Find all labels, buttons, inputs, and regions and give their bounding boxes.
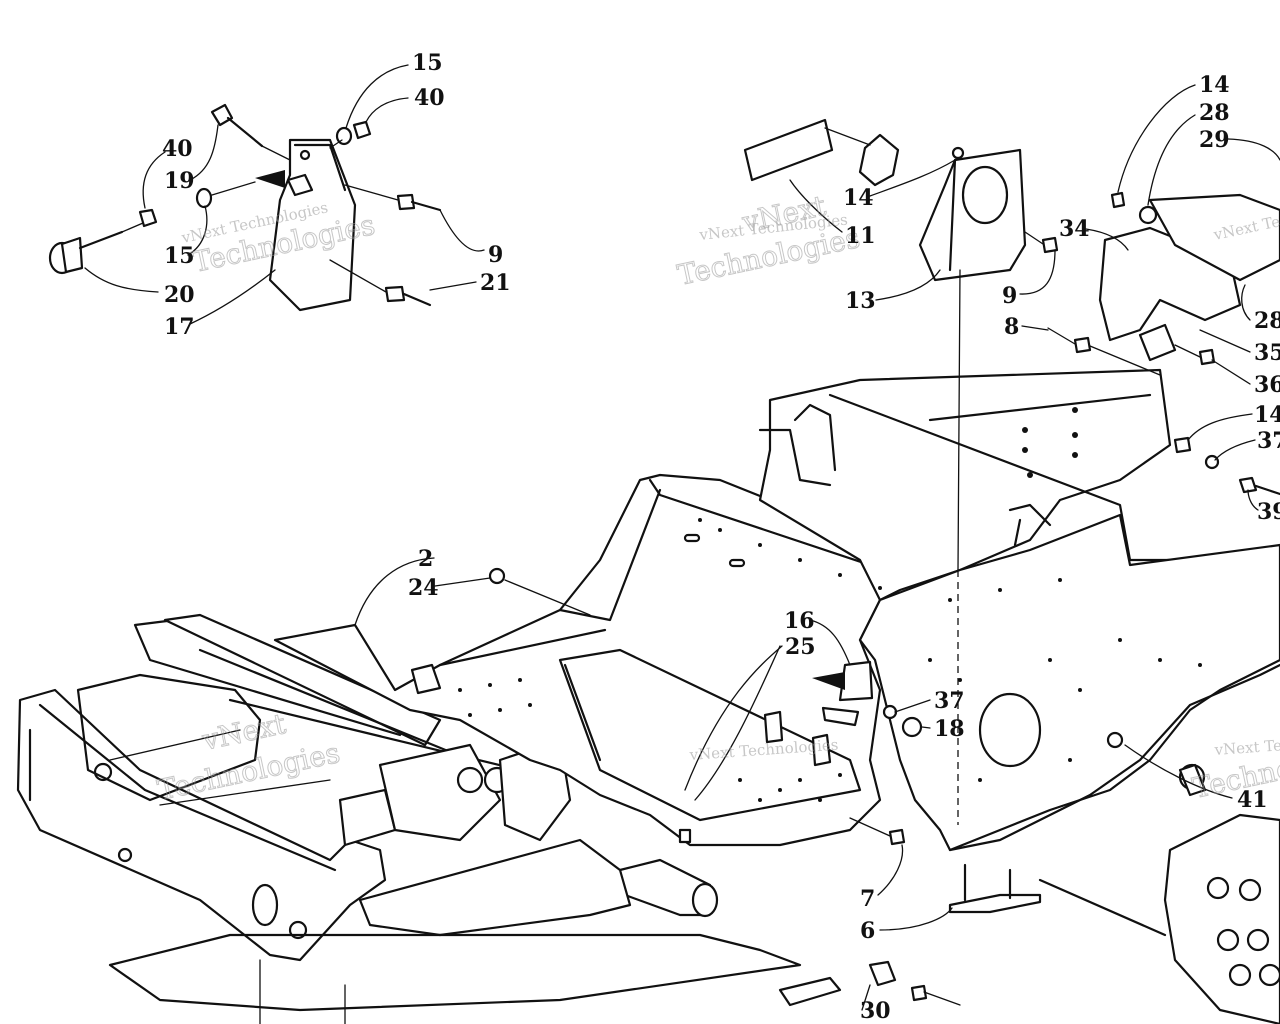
callout-2: 2: [418, 546, 433, 572]
callout-labels: 15 40 40 19 15 20 17 9 21 14 11 13 9 8 3…: [162, 50, 1280, 1024]
callout-14: 14: [1254, 402, 1280, 428]
callout-34: 34: [1059, 216, 1090, 242]
callout-15: 15: [164, 243, 195, 269]
callout-35: 35: [1254, 340, 1280, 366]
callout-6: 6: [860, 918, 875, 944]
callout-7: 7: [860, 886, 875, 912]
callout-14: 14: [1199, 72, 1230, 98]
bracket-assembly-top-right: [1098, 191, 1280, 797]
callout-28: 28: [1199, 100, 1230, 126]
callout-15: 15: [412, 50, 443, 76]
callout-8: 8: [1004, 314, 1019, 340]
hardware-middle: [410, 567, 961, 1007]
chassis-frame: [16, 368, 1280, 1024]
leader-lines: [84, 64, 1280, 1011]
callout-21: 21: [480, 270, 511, 296]
callout-11: 11: [845, 223, 876, 249]
callout-16: 16: [784, 608, 815, 634]
callout-9: 9: [488, 242, 503, 268]
bracket-assembly-top-left: [48, 103, 442, 312]
callout-40: 40: [414, 85, 445, 111]
callout-29: 29: [1199, 127, 1230, 153]
callout-40: 40: [162, 136, 193, 162]
callout-17: 17: [164, 314, 195, 340]
callout-36: 36: [1254, 372, 1280, 398]
callout-20: 20: [164, 282, 195, 308]
callout-41: 41: [1237, 787, 1268, 813]
callout-37: 37: [934, 688, 965, 714]
callout-13: 13: [845, 288, 876, 314]
callout-9: 9: [1002, 283, 1017, 309]
callout-24: 24: [408, 575, 439, 601]
callout-30: 30: [860, 998, 891, 1024]
callout-18: 18: [934, 716, 965, 742]
callout-19: 19: [164, 168, 195, 194]
bracket-assembly-top-middle: [743, 118, 1161, 914]
callout-37: 37: [1257, 428, 1280, 454]
callout-25: 25: [785, 634, 816, 660]
callout-14: 14: [843, 185, 874, 211]
rivet-pattern: [458, 407, 1202, 802]
callout-39: 39: [1257, 499, 1280, 525]
callout-28: 28: [1254, 308, 1280, 334]
